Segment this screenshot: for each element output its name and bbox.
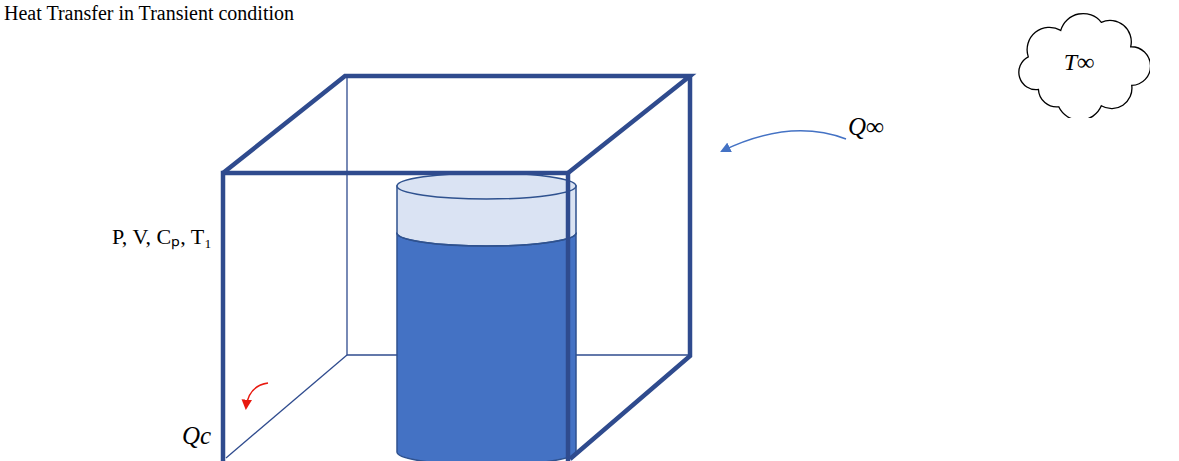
ambient-cloud: T∞ [1008,6,1150,118]
property-label: P, V, Cₚ, T₁ [112,220,212,250]
cylinder-vessel [397,173,576,461]
heat-out-arrow [246,383,268,408]
heat-in-label: Q∞ [848,113,884,141]
node-text: T∞ [1064,49,1094,76]
node-content: T∞ [1008,6,1150,118]
heat-out-label: Qc [182,422,211,450]
heat-in-arrow [722,131,846,151]
box-outline [223,76,690,461]
diagram-title: Heat Transfer in Transient condition [4,2,294,25]
